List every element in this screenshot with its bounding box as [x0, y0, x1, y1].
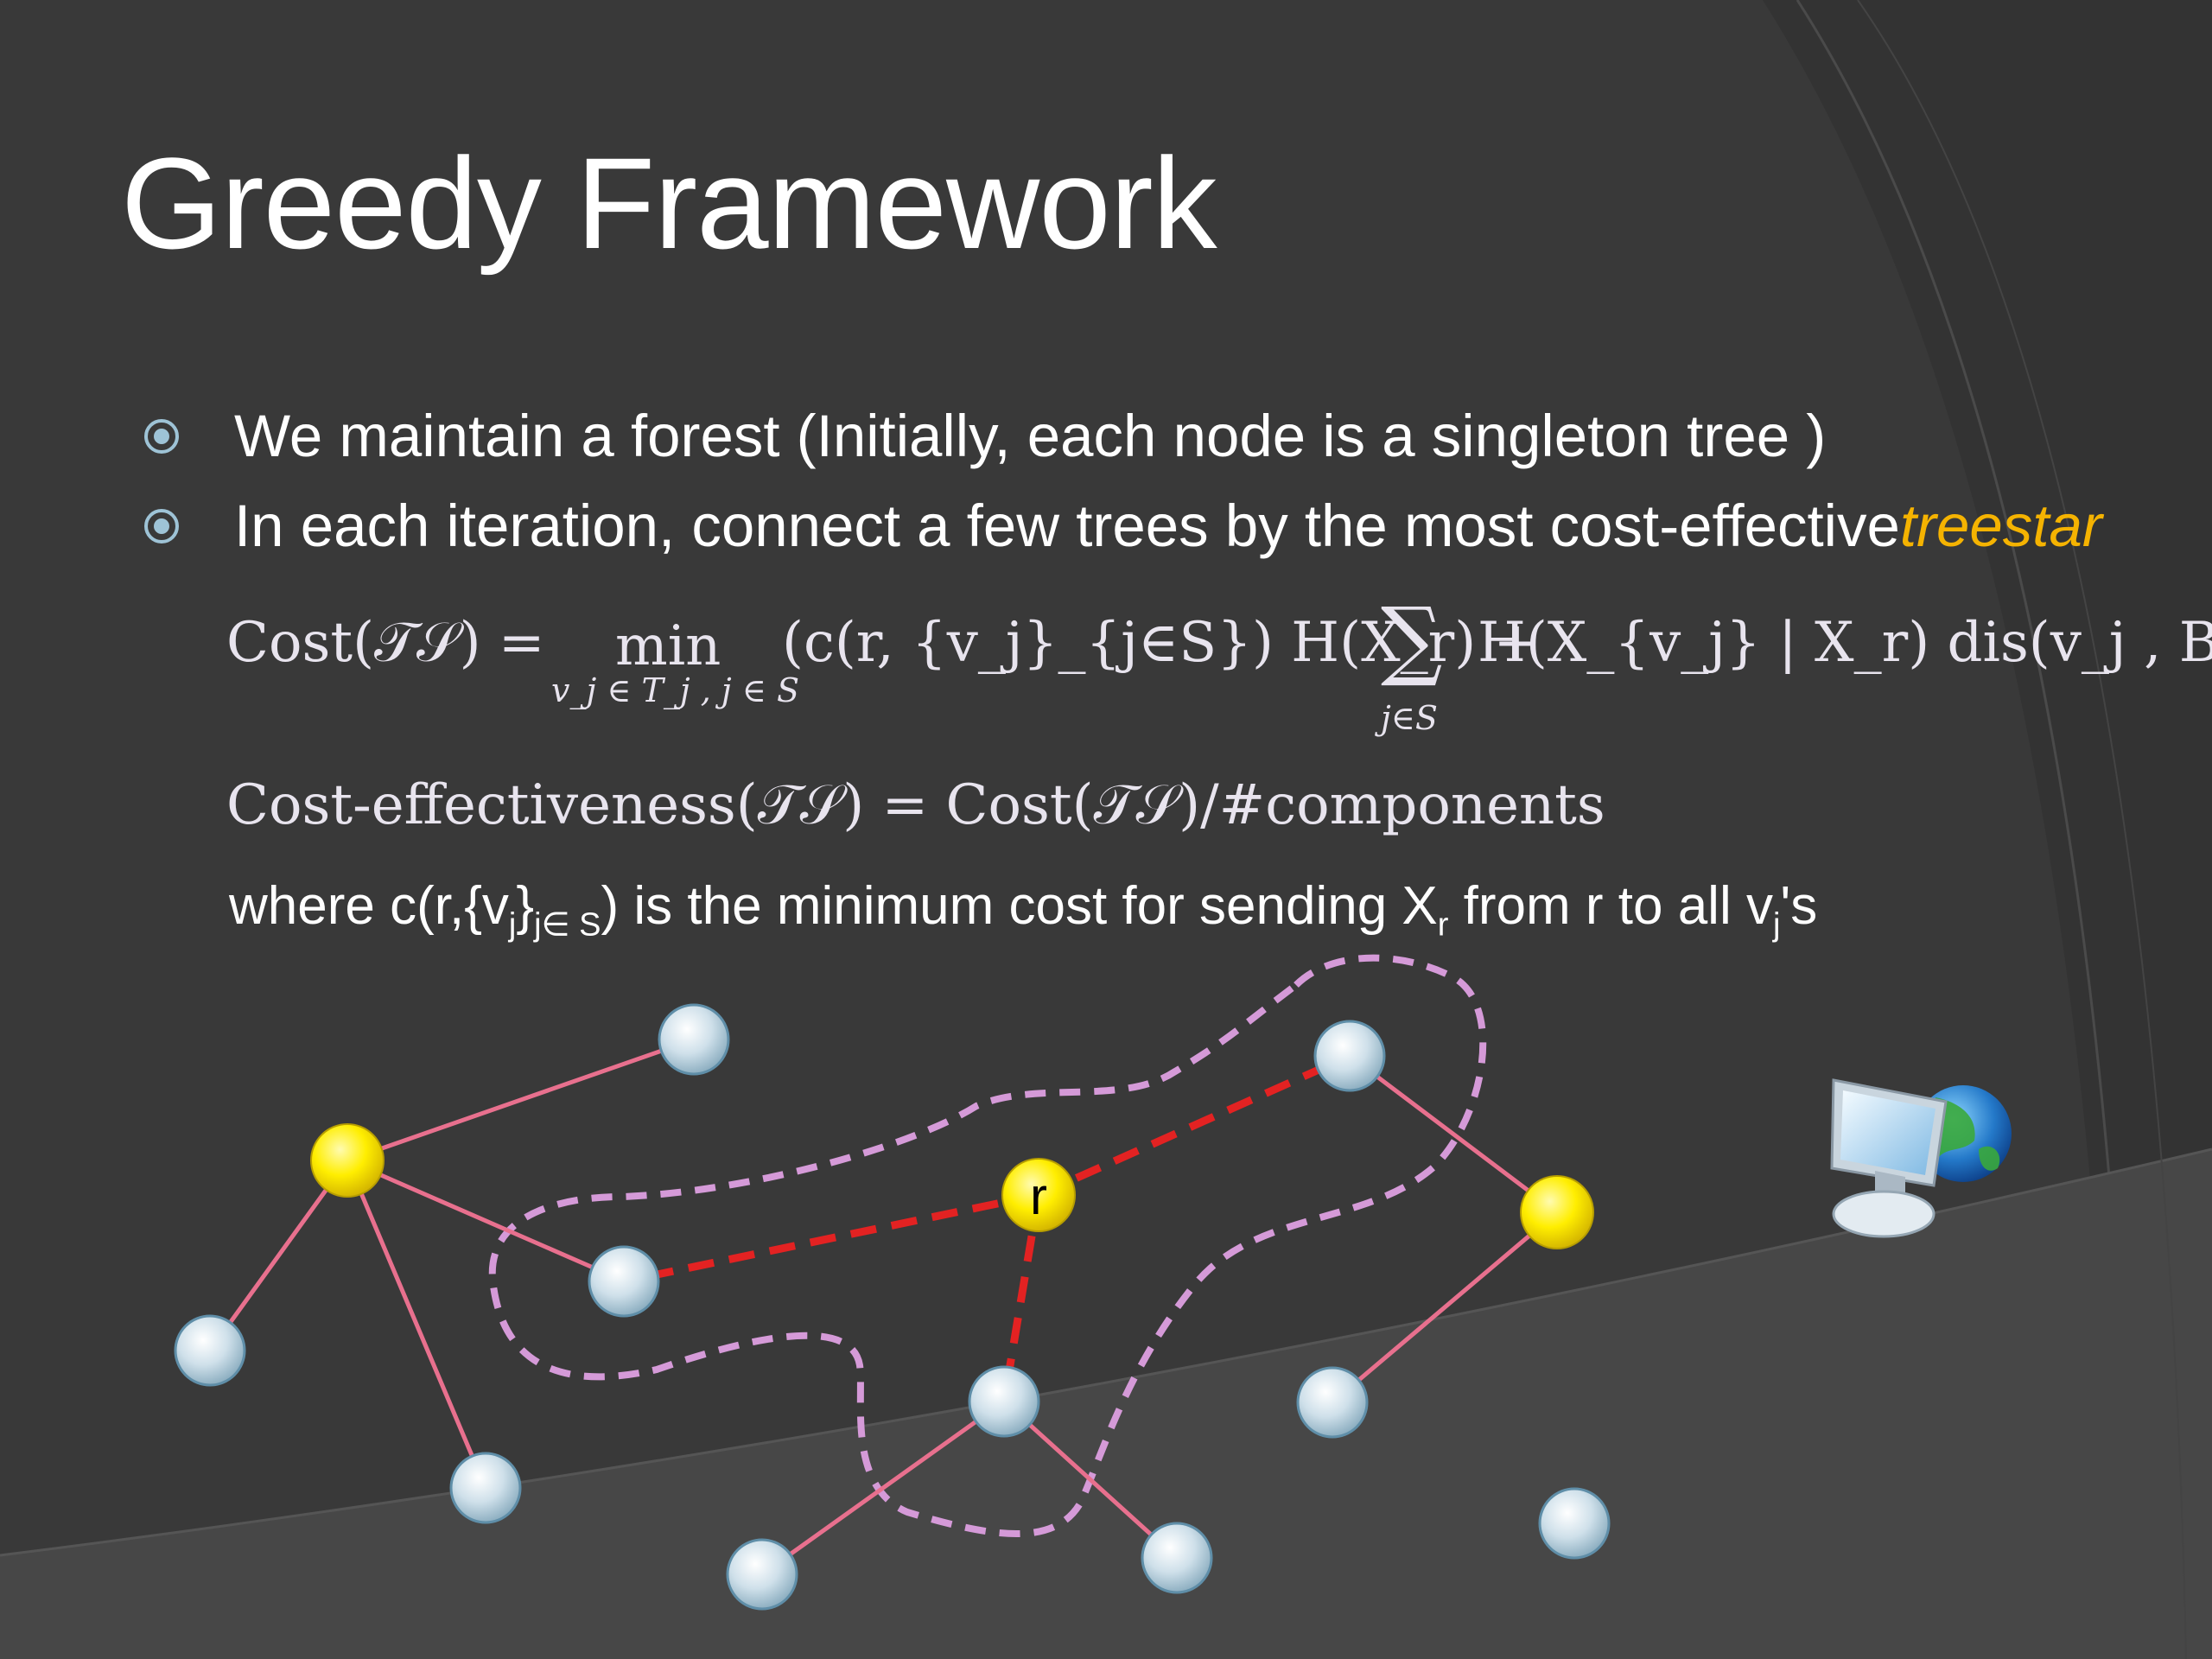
yellow-node	[311, 1124, 384, 1197]
node	[175, 1316, 245, 1385]
terminal-nodes	[175, 1005, 1609, 1609]
node	[589, 1247, 658, 1316]
node	[728, 1540, 797, 1609]
yellow-node	[1521, 1176, 1593, 1249]
node	[1142, 1523, 1211, 1592]
node	[1315, 1021, 1384, 1090]
node	[659, 1005, 728, 1074]
root-label: r	[1030, 1167, 1047, 1225]
node	[1298, 1368, 1367, 1437]
node	[969, 1367, 1039, 1436]
node	[451, 1453, 520, 1522]
base-station-icon	[1832, 1080, 2012, 1236]
node	[1540, 1489, 1609, 1558]
